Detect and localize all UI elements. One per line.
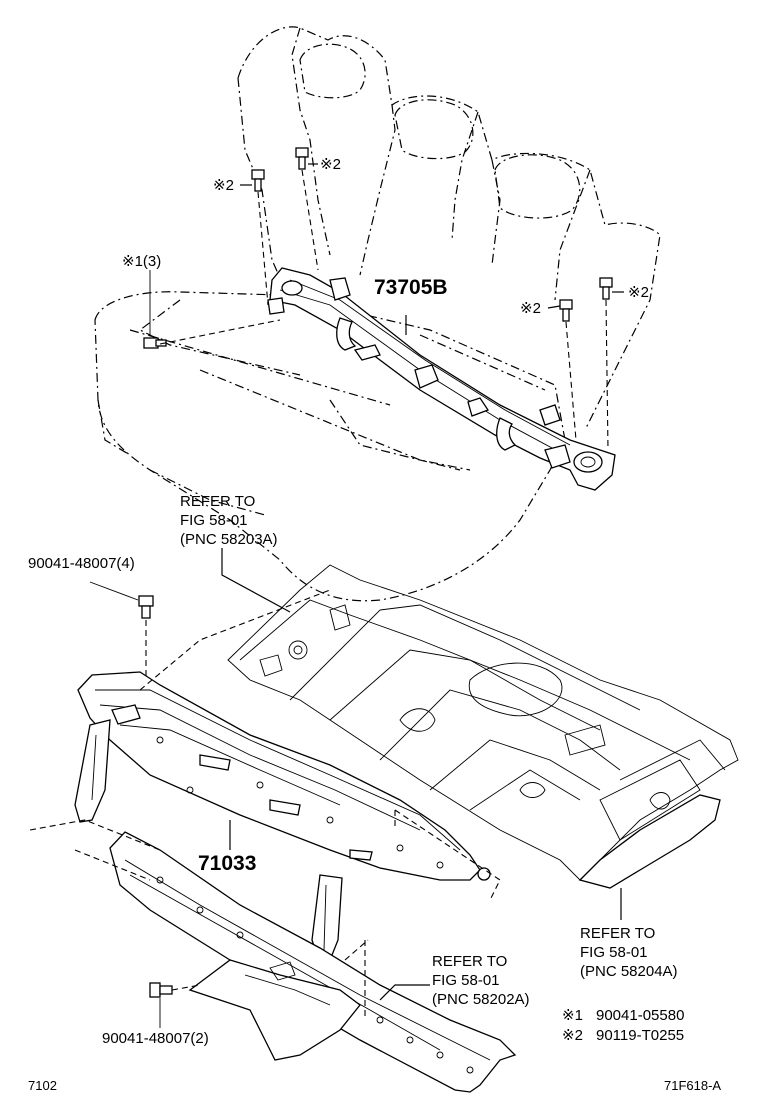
ref-a-line2: FIG 58-01 xyxy=(180,512,248,529)
floor-panel xyxy=(227,564,739,889)
bolt-icon xyxy=(143,337,167,349)
ref-c-line3: (PNC 58202A) xyxy=(432,991,530,1008)
crossmember-71033 xyxy=(74,671,491,961)
ref-b-line2: FIG 58-01 xyxy=(580,944,648,961)
lower-panel xyxy=(109,831,517,1093)
mark-1-qty-label: ※1(3) xyxy=(122,253,161,270)
mark-2-label: ※2 xyxy=(213,177,234,194)
seat-frame-73705b xyxy=(267,267,616,491)
bolt-icon xyxy=(149,982,173,998)
legend-mark-1: ※1 xyxy=(562,1007,583,1024)
part-number-71033: 71033 xyxy=(198,852,256,875)
seat-outline xyxy=(94,26,661,602)
ref-b-line1: REFER TO xyxy=(580,925,655,942)
bolt-icon xyxy=(138,595,154,619)
bolt-icon xyxy=(295,147,309,170)
seat-bolts xyxy=(143,147,613,451)
bolt-qty-label: 90041-48007(2) xyxy=(102,1030,209,1047)
mark-2-label: ※2 xyxy=(520,300,541,317)
ref-a-line1: REFER TO xyxy=(180,493,255,510)
footer-left-code: 7102 xyxy=(28,1078,57,1093)
bolt-qty-label: 90041-48007(4) xyxy=(28,555,135,572)
bolt-icon xyxy=(251,169,265,192)
bolt-icon xyxy=(559,299,573,322)
bolt-icon xyxy=(599,277,613,300)
ref-a-line3: (PNC 58203A) xyxy=(180,531,278,548)
footer-right-code: 71F618-A xyxy=(664,1078,721,1093)
ref-c-line2: FIG 58-01 xyxy=(432,972,500,989)
ref-b-line3: (PNC 58204A) xyxy=(580,963,678,980)
legend-mark-2: ※2 xyxy=(562,1027,583,1044)
legend-part-2: 90119-T0255 xyxy=(596,1027,684,1044)
text-labels: ※2 ※2 ※1(3) 73705B ※2 ※2 REFER TO FIG 58… xyxy=(28,156,721,1093)
legend-part-1: 90041-05580 xyxy=(596,1007,684,1024)
mark-2-label: ※2 xyxy=(628,284,649,301)
mark-2-label: ※2 xyxy=(320,156,341,173)
leader-lines xyxy=(221,163,624,1001)
lower-bolts xyxy=(29,581,501,1028)
part-number-73705b: 73705B xyxy=(374,276,448,299)
ref-c-line1: REFER TO xyxy=(432,953,507,970)
